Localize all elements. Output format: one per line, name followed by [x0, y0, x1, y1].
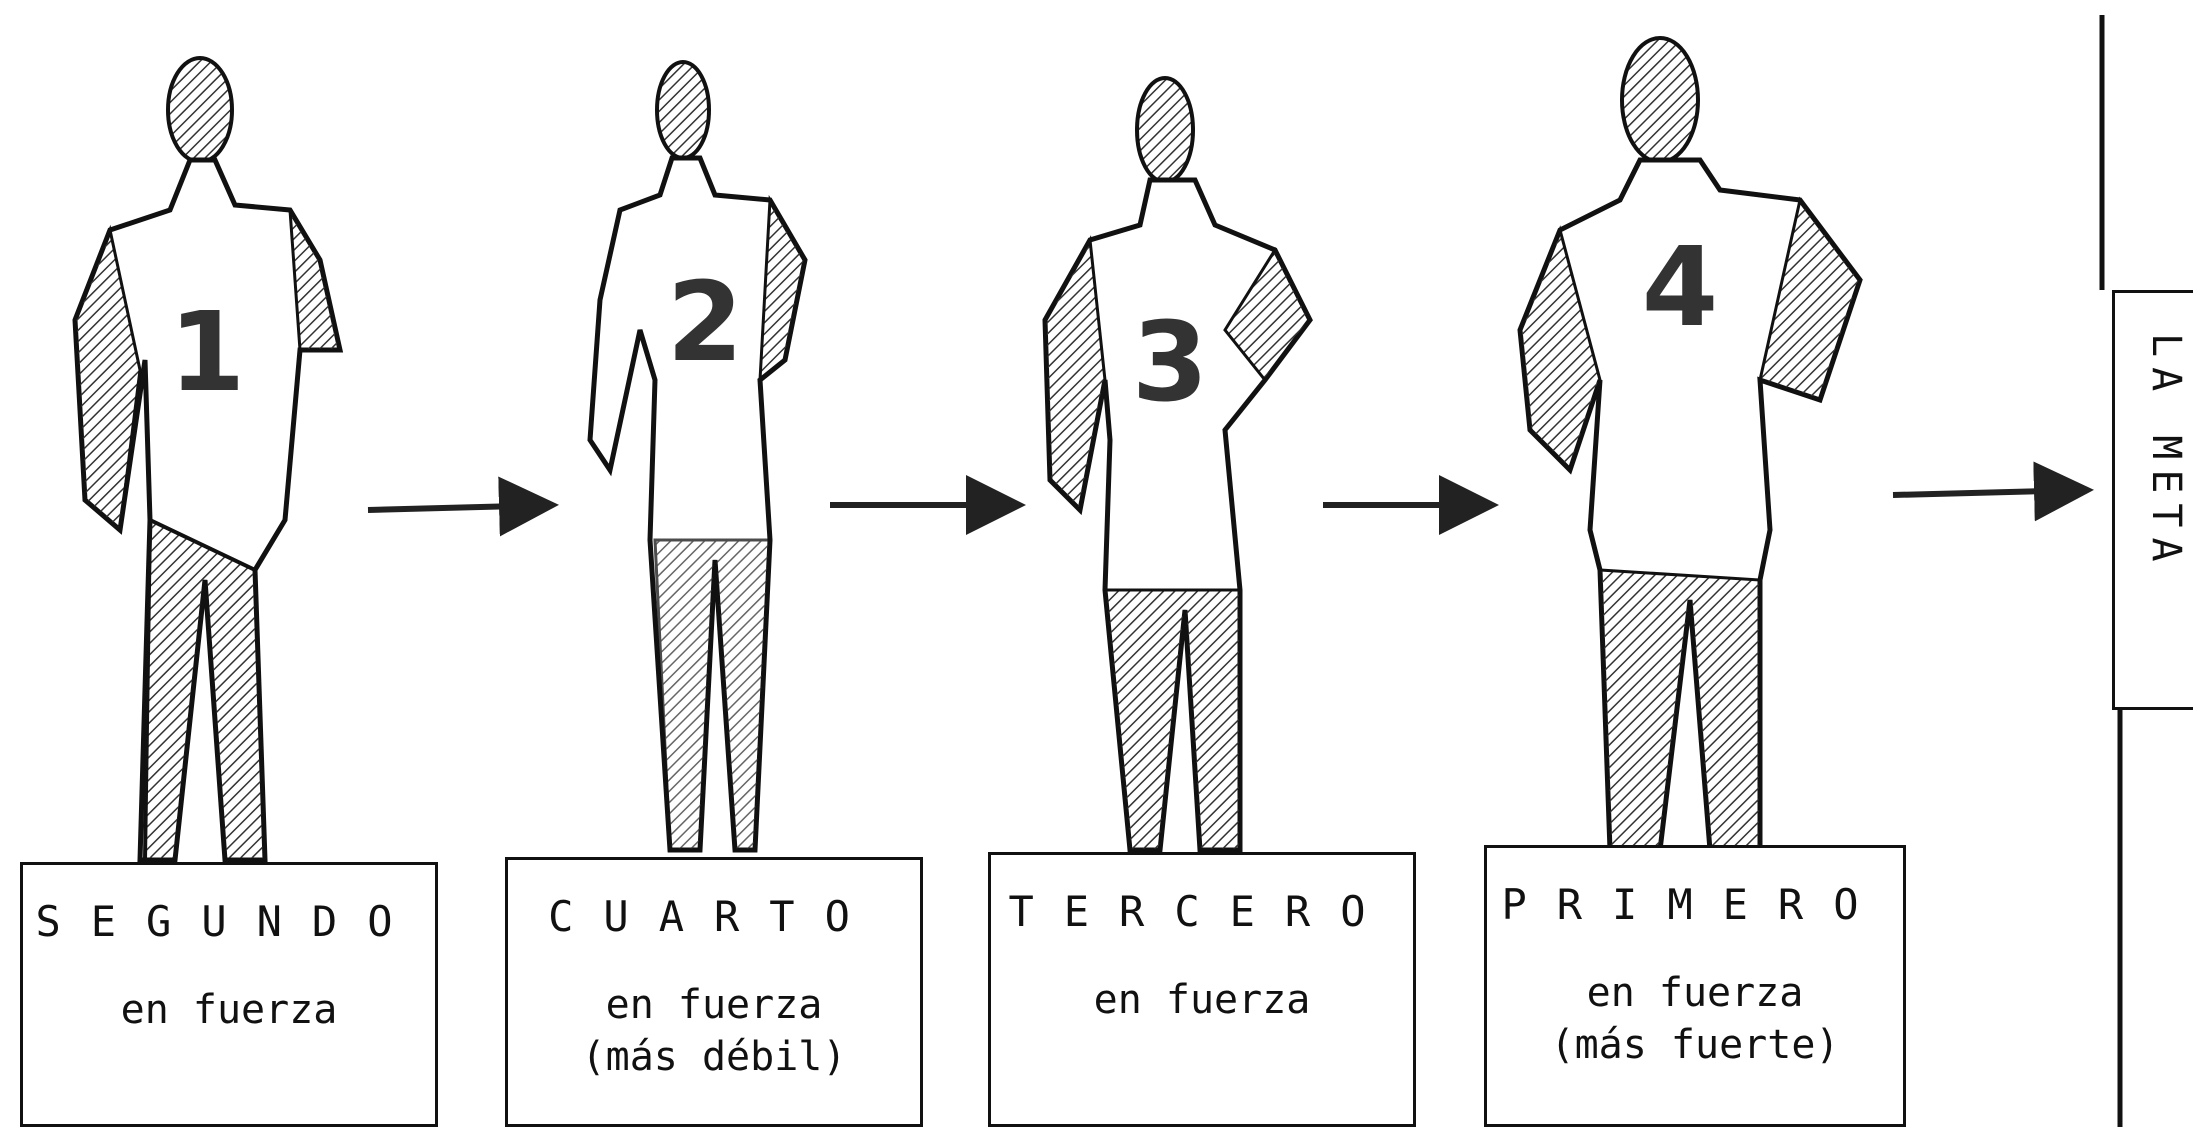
plate-tercero: TERCERO en fuerza — [988, 852, 1416, 1127]
plate-strength-label: en fuerza — [120, 987, 338, 1033]
plate-primero: PRIMERO en fuerza (más fuerte) — [1484, 845, 1906, 1127]
plate-strength-label: en fuerza (más fuerte) — [1550, 970, 1840, 1068]
plate-rank-label: TERCERO — [1008, 887, 1396, 936]
finish-sign: LA META — [2112, 290, 2193, 710]
runner-3-bib: 3 — [1132, 298, 1209, 426]
plate-rank-label: CUARTO — [548, 892, 880, 941]
runner-1-bib: 1 — [169, 288, 246, 416]
runner-4-bib: 4 — [1642, 223, 1719, 351]
runner-2-figure: 2 — [587, 60, 808, 853]
plate-rank-label: SEGUNDO — [35, 897, 423, 946]
runner-4-figure: 4 — [1517, 36, 1863, 853]
plate-segundo: SEGUNDO en fuerza — [20, 862, 438, 1127]
runner-2-bib: 2 — [667, 258, 744, 386]
runner-3-figure: 3 — [1042, 76, 1313, 853]
finish-label: LA META — [2143, 333, 2189, 572]
plate-strength-label: en fuerza — [1093, 977, 1311, 1023]
arrow-4 — [1892, 461, 2094, 522]
arrow-1 — [367, 476, 559, 537]
runner-1-figure: 1 — [72, 56, 344, 863]
plate-rank-label: PRIMERO — [1501, 880, 1889, 929]
plate-strength-label: en fuerza (más débil) — [581, 982, 847, 1080]
plate-cuarto: CUARTO en fuerza (más débil) — [505, 857, 923, 1127]
